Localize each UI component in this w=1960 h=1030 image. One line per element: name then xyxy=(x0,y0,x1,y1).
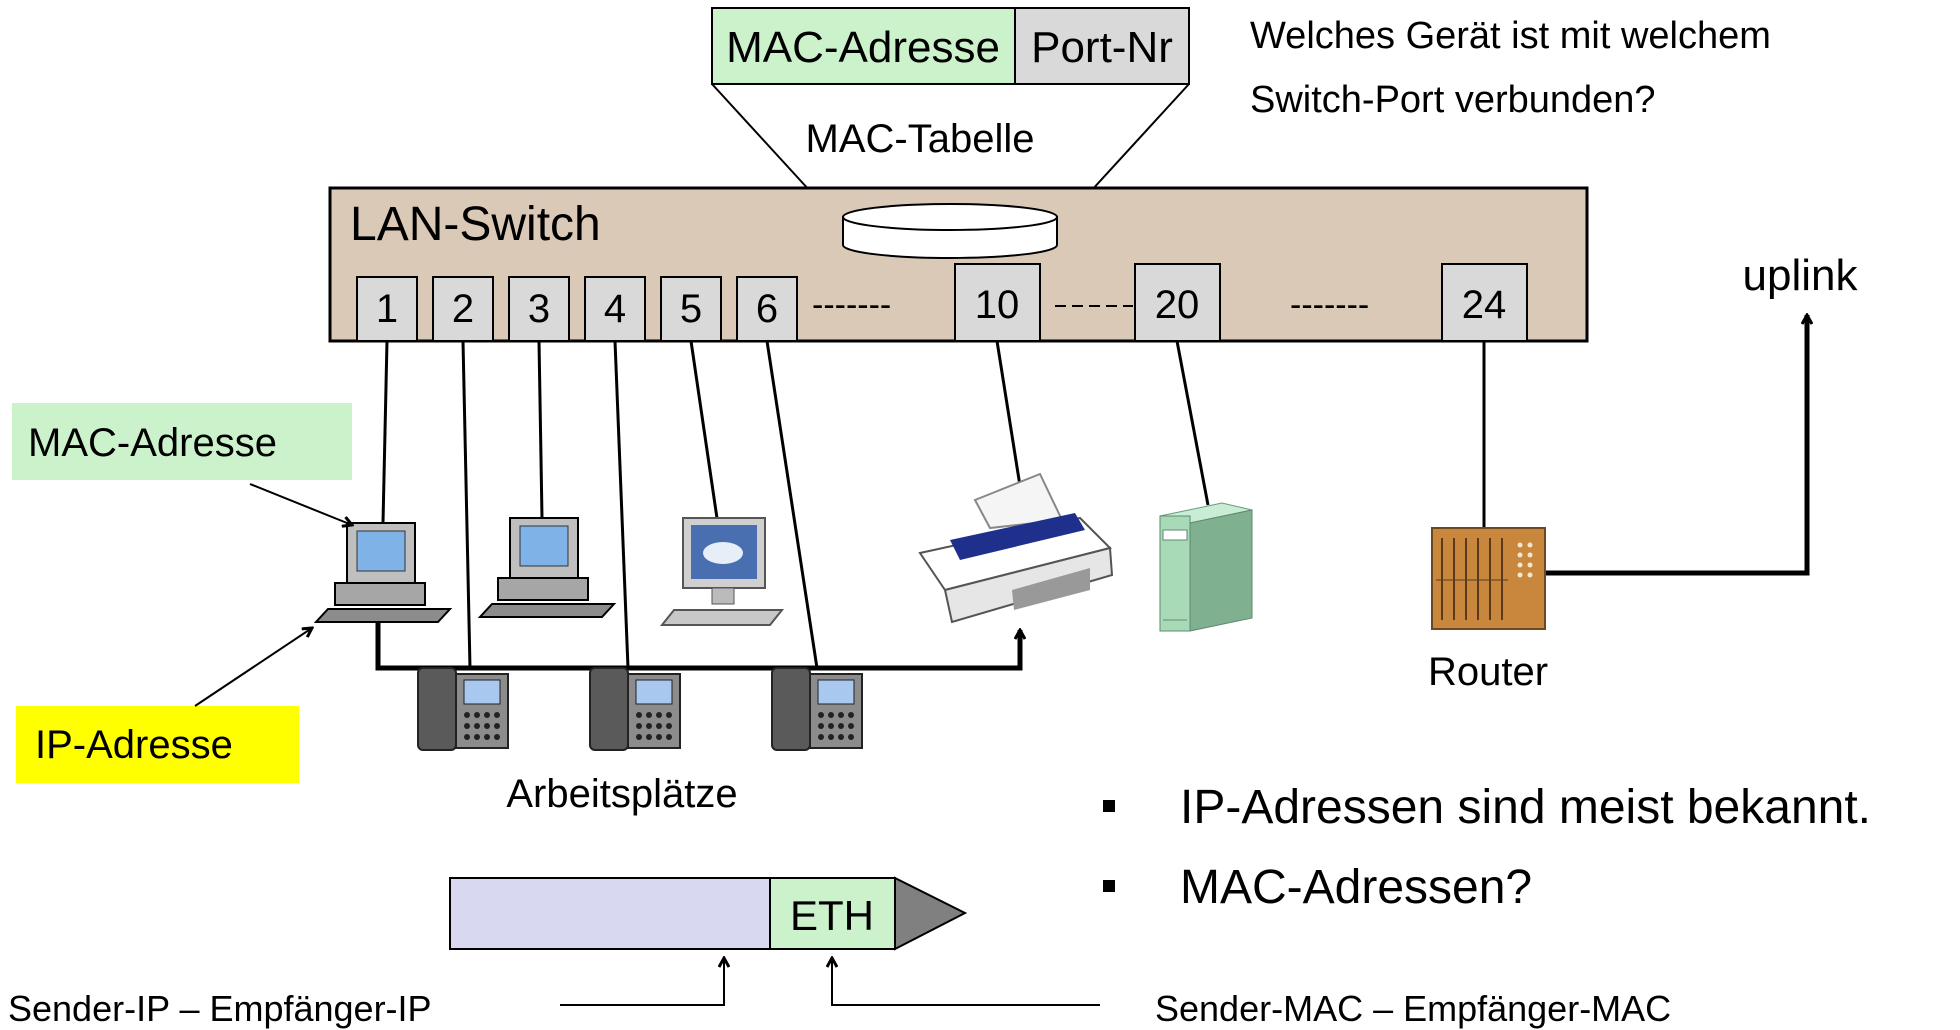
mac-callout-arrow xyxy=(249,483,352,525)
mac-column-label: MAC-Adresse xyxy=(726,23,1000,72)
port-4 xyxy=(584,276,646,342)
bullet-text: IP-Adressen sind meist bekannt. xyxy=(1180,781,1871,834)
ip-callout-arrow xyxy=(194,628,312,707)
packet-payload xyxy=(449,877,771,950)
ip-phone-icon xyxy=(589,667,681,751)
port-column-label: Port-Nr xyxy=(1031,23,1173,72)
ip-phone-icon xyxy=(417,667,509,751)
mac-column-cell xyxy=(711,7,1016,85)
port-10 xyxy=(954,263,1041,342)
internal-link xyxy=(375,610,1020,671)
port-column-cell xyxy=(1014,7,1190,85)
port-label: 6 xyxy=(756,287,778,331)
mac-table-caption: MAC-Tabelle xyxy=(806,117,1035,161)
printer-icon xyxy=(918,472,1114,624)
switch-ports: 1 2 3 4 5 6 10 20 24 xyxy=(356,263,1528,342)
bullet-marker xyxy=(1103,800,1115,812)
ip-callout-label: IP-Adresse xyxy=(35,723,233,767)
mac-callout-label: MAC-Adresse xyxy=(28,421,277,465)
uplink-arrow xyxy=(1545,315,1807,576)
mac-table-header: MAC-Adresse Port-Nr xyxy=(711,7,1190,85)
port-label: 5 xyxy=(680,287,702,331)
mac-table-disk xyxy=(842,203,1058,259)
ip-caption-arrow xyxy=(560,958,724,1006)
port-label: 3 xyxy=(528,287,550,331)
port-2 xyxy=(432,276,494,342)
uplink-label: uplink xyxy=(1743,251,1859,300)
port-label: 10 xyxy=(975,283,1020,327)
port-5 xyxy=(660,276,722,342)
port-gap-marker: ------- xyxy=(812,286,891,324)
port-label: 4 xyxy=(604,287,626,331)
port-1 xyxy=(356,276,418,342)
port-24 xyxy=(1441,263,1528,342)
port-6 xyxy=(736,276,798,342)
ip-caption: Sender-IP – Empfänger-IP xyxy=(8,988,432,1029)
workstation-pc-icon xyxy=(477,517,617,618)
router-label: Router xyxy=(1428,650,1548,694)
workplaces-label: Arbeitsplätze xyxy=(506,772,737,816)
bullet-marker xyxy=(1103,880,1115,892)
question-line-2: Switch-Port verbunden? xyxy=(1250,79,1656,121)
port-label: 24 xyxy=(1462,283,1507,327)
port-20 xyxy=(1134,263,1221,342)
switch-label: LAN-Switch xyxy=(350,198,601,251)
desktop-monitor-icon xyxy=(659,517,785,626)
packet: ETH xyxy=(449,876,968,951)
eth-label: ETH xyxy=(790,892,874,939)
port-label: 2 xyxy=(452,287,474,331)
mac-caption: Sender-MAC – Empfänger-MAC xyxy=(1155,988,1671,1029)
port-label: 1 xyxy=(376,287,398,331)
port-label: 20 xyxy=(1155,283,1200,327)
mac-caption-arrow xyxy=(832,958,1100,1006)
question-line-1: Welches Gerät ist mit welchem xyxy=(1250,15,1771,57)
ip-callout-box xyxy=(16,706,299,783)
port-gap-marker: ------- xyxy=(1290,286,1369,324)
port-3 xyxy=(508,276,570,342)
router-icon xyxy=(1431,527,1546,630)
packet-arrow-head xyxy=(894,876,968,951)
ip-phone-icon xyxy=(771,667,863,751)
workstation-pc-icon xyxy=(313,522,453,623)
mac-callout-box xyxy=(12,403,352,480)
port-connections xyxy=(381,340,1486,669)
server-icon xyxy=(1159,502,1253,632)
bullet-text: MAC-Adressen? xyxy=(1180,861,1532,914)
